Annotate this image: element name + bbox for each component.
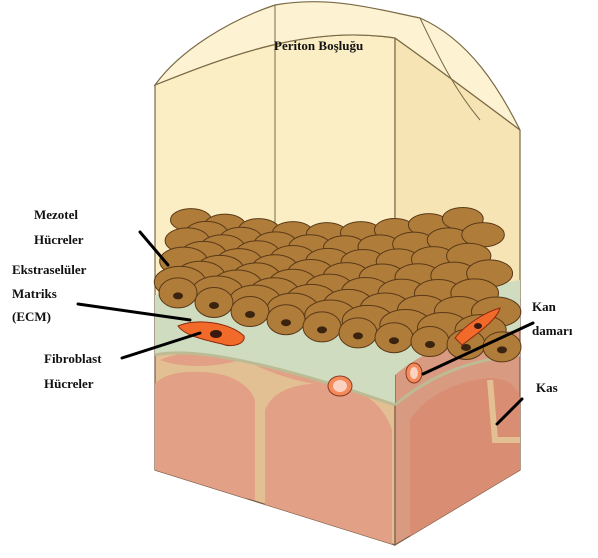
cell-nucleus xyxy=(425,341,435,348)
cell-nucleus xyxy=(281,319,291,326)
cell-nucleus xyxy=(389,337,399,344)
label-ecm-line1: Ekstraselüler xyxy=(12,262,87,277)
label-ecm-line2: Matriks xyxy=(12,286,57,301)
label-vessel-line2: damarı xyxy=(532,323,573,338)
cell-nucleus xyxy=(497,346,507,353)
cell-nucleus xyxy=(173,292,183,299)
label-fibroblast-line2: Hücreler xyxy=(44,376,94,391)
cell-nucleus xyxy=(245,311,255,318)
label-mesothelial-line1: Mezotel xyxy=(34,207,78,222)
label-muscle: Kas xyxy=(536,380,558,395)
label-fibroblast-line1: Fibroblast xyxy=(44,351,102,366)
label-mesothelial-line2: Hücreler xyxy=(34,232,84,247)
cell-nucleus xyxy=(317,326,327,333)
cell-nucleus xyxy=(209,302,219,309)
label-ecm-line3: (ECM) xyxy=(12,309,51,324)
label-vessel-line1: Kan xyxy=(532,299,557,314)
cell-nucleus xyxy=(353,332,363,339)
label-peritoneal-cavity: Periton Boşluğu xyxy=(274,38,363,53)
